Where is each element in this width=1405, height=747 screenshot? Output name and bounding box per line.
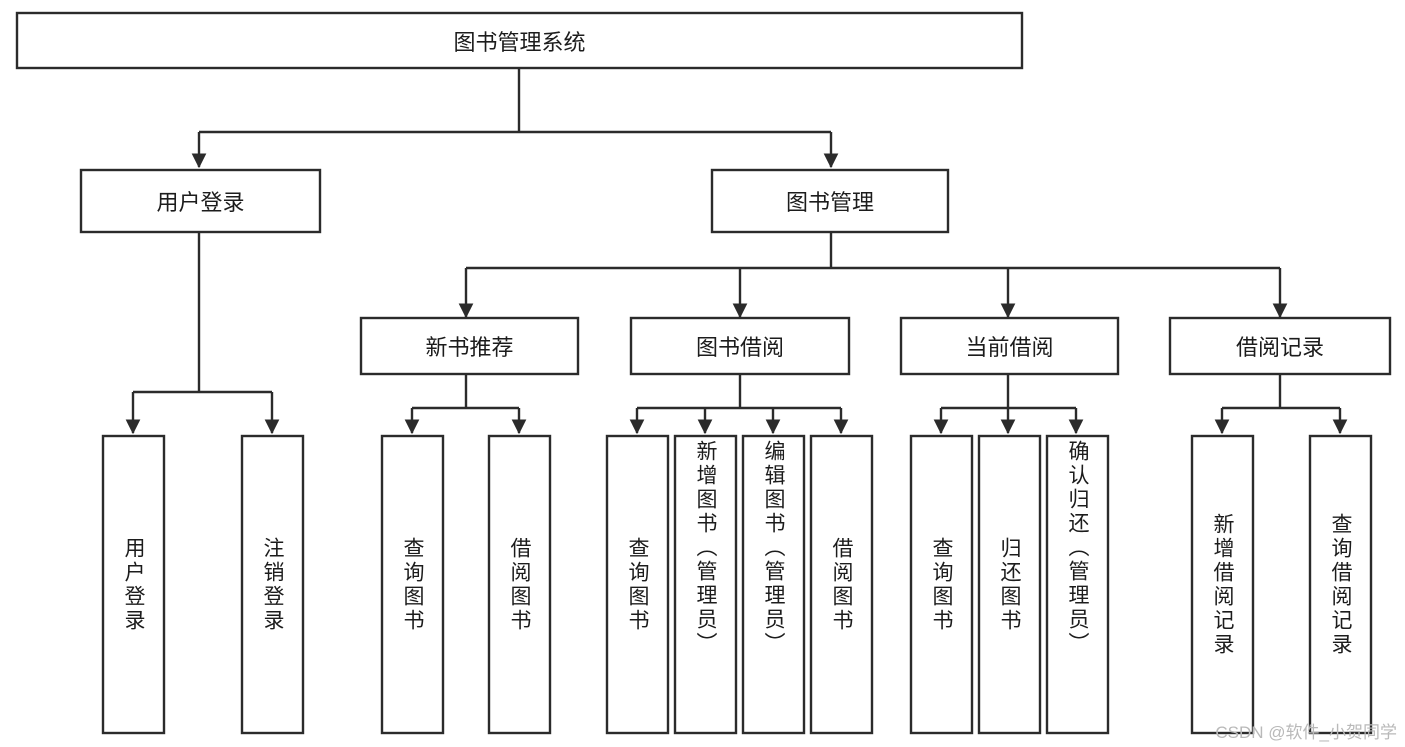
- connectors: [125, 68, 1348, 435]
- node-box-user-login[interactable]: [79, 168, 322, 234]
- node-box-leaf-add-book[interactable]: [673, 434, 738, 735]
- node-box-book-borrow[interactable]: [629, 316, 851, 376]
- node-box-leaf-logout-login[interactable]: [240, 434, 305, 735]
- watermark-text: CSDN @软件_小贺同学: [1215, 723, 1397, 742]
- node-box-leaf-edit-book[interactable]: [741, 434, 806, 735]
- node-box-leaf-query-record[interactable]: [1308, 434, 1373, 735]
- node-boxes: [15, 11, 1392, 735]
- node-box-new-book-recommend[interactable]: [359, 316, 580, 376]
- node-box-book-manage[interactable]: [710, 168, 950, 234]
- node-box-leaf-add-record[interactable]: [1190, 434, 1255, 735]
- node-box-leaf-user-login[interactable]: [101, 434, 166, 735]
- node-box-root[interactable]: [15, 11, 1024, 70]
- node-box-leaf-query-book-1[interactable]: [380, 434, 445, 735]
- node-box-leaf-return-book[interactable]: [977, 434, 1042, 735]
- node-box-leaf-borrow-book-1[interactable]: [487, 434, 552, 735]
- node-box-leaf-query-book-2[interactable]: [605, 434, 670, 735]
- node-box-leaf-confirm-return[interactable]: [1045, 434, 1110, 735]
- node-box-current-borrow[interactable]: [899, 316, 1120, 376]
- node-box-borrow-record[interactable]: [1168, 316, 1392, 376]
- node-box-leaf-query-book-3[interactable]: [909, 434, 974, 735]
- node-box-leaf-borrow-book-2[interactable]: [809, 434, 874, 735]
